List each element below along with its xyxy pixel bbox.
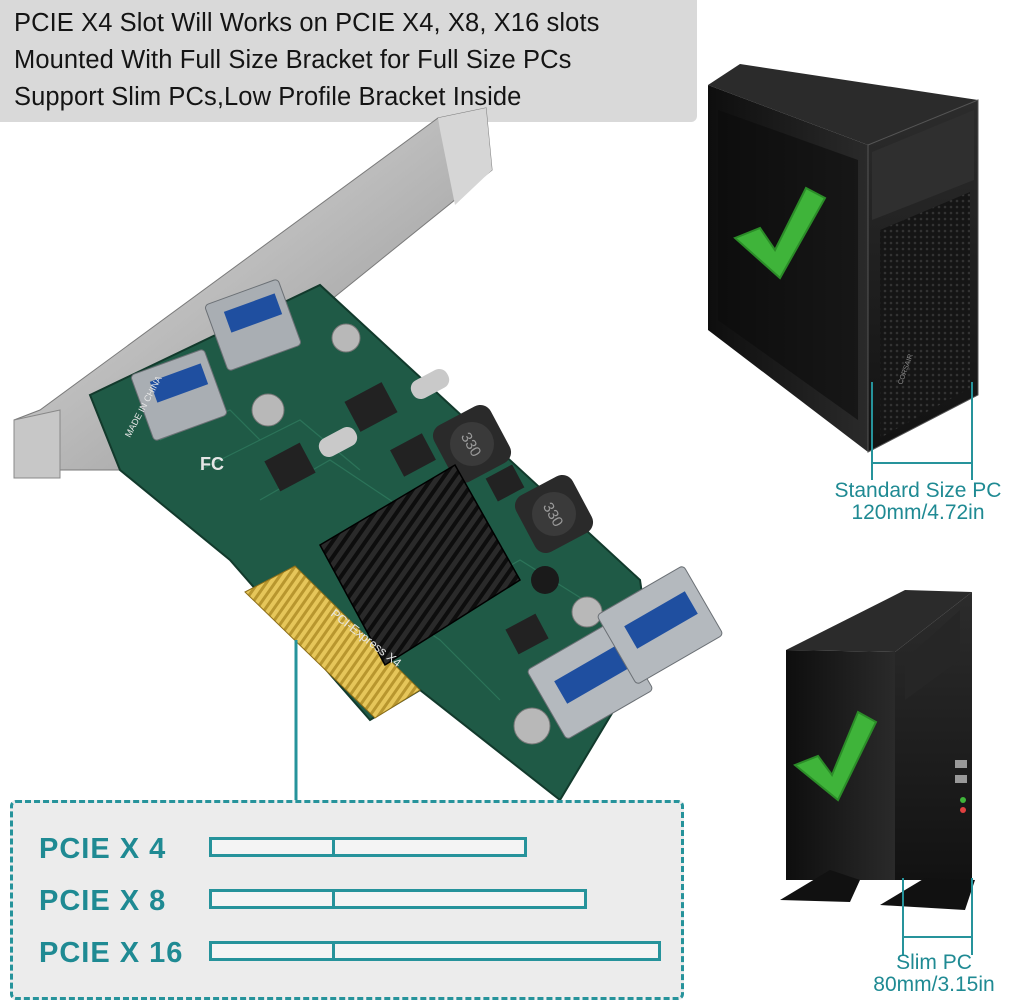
slot-label-x16: PCIE X 16 <box>39 937 184 969</box>
check-icon <box>793 710 878 802</box>
slim-width-dimension <box>902 878 973 955</box>
banner-line-low-profile: Support Slim PCs,Low Profile Bracket Ins… <box>14 83 522 111</box>
standard-pc-tower: CORSAIR <box>708 64 979 453</box>
slot-bar-x4 <box>209 837 527 857</box>
banner-line-full-bracket: Mounted With Full Size Bracket for Full … <box>14 46 572 74</box>
slot-label-x8: PCIE X 8 <box>39 885 167 917</box>
usb-ports-rear <box>131 279 301 441</box>
slim-pc-label: Slim PC <box>896 951 972 974</box>
fcc-logo: FC <box>200 454 224 474</box>
slim-pc-caption: Slim PC 80mm/3.15in <box>860 952 1008 996</box>
standard-pc-label: Standard Size PC <box>834 479 1002 502</box>
usb-pcie-card: 330 330 PCI-Express X4 MADE IN CHINA FC <box>88 279 723 802</box>
slot-bar-x8 <box>209 889 587 909</box>
slim-pc-tower <box>780 590 975 910</box>
slim-pc-width: 80mm/3.15in <box>873 973 995 996</box>
slot-bar-x16 <box>209 941 661 961</box>
slot-label-x4: PCIE X 4 <box>39 833 167 865</box>
banner-line-compatibility: PCIE X4 Slot Will Works on PCIE X4, X8, … <box>14 9 600 37</box>
standard-pc-width: 120mm/4.72in <box>851 501 985 524</box>
slot-comparison-panel: PCIE X 4 PCIE X 8 PCIE X 16 <box>10 800 684 1000</box>
feature-banner: PCIE X4 Slot Will Works on PCIE X4, X8, … <box>0 0 697 122</box>
usb-ports-internal <box>527 566 723 739</box>
standard-pc-caption: Standard Size PC 120mm/4.72in <box>806 480 1024 524</box>
standard-width-dimension <box>871 382 973 480</box>
check-icon <box>733 186 827 280</box>
